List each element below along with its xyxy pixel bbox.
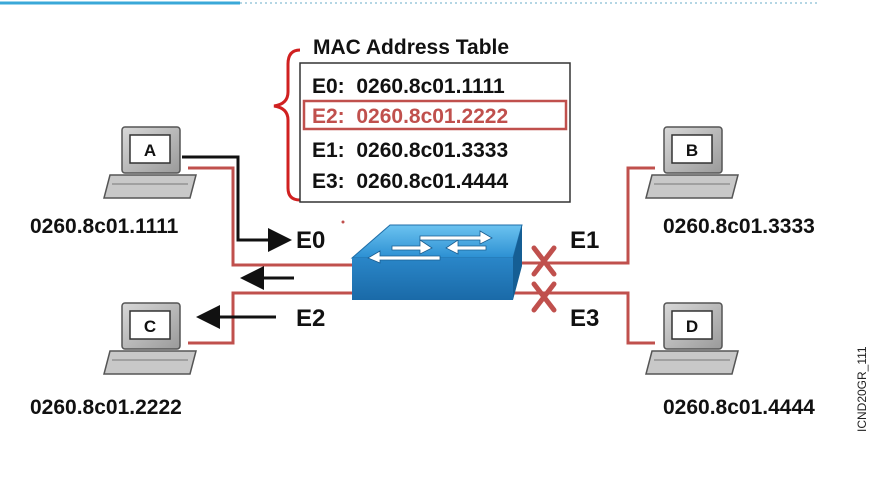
pc-c[interactable]: C [103,302,197,375]
pc-d-base [645,350,739,375]
mac-table-box [299,62,571,203]
port-label-e1: E1 [570,227,599,254]
pc-a-base [103,174,197,199]
switch-side [513,225,522,300]
decorative-dot [341,220,345,224]
pc-c-base [103,350,197,375]
mac-address-table: MAC Address Table E0: 0260.8c01.1111 E2:… [273,36,571,203]
mac-table-brace [273,48,301,202]
mac-table-highlight-row [302,99,568,131]
blocked-e1-icon [531,245,557,277]
pc-b-screen [671,134,713,164]
pc-d[interactable]: D [645,302,739,375]
mac-entry-3: E3: 0260.8c01.4444 [312,170,508,193]
link-d [513,291,655,345]
switch[interactable] [350,224,523,300]
pc-b-base [645,174,739,199]
mac-table-title: MAC Address Table [313,36,509,59]
port-label-e2: E2 [296,305,325,332]
mac-entry-1: E2: 0260.8c01.2222 [312,105,508,128]
mac-entry-0: E0: 0260.8c01.1111 [312,75,505,98]
port-label-e0: E0 [296,227,325,254]
pc-c-screen [129,310,171,340]
mac-entry-2: E1: 0260.8c01.3333 [312,139,508,162]
blocked-e3-icon [531,281,557,313]
pc-a-label: A [144,141,156,160]
pc-c-label: C [144,317,156,336]
frame-path-from-a [182,155,292,252]
address-a: 0260.8c01.1111 [30,215,179,238]
switch-front [352,258,513,300]
pc-b-label: B [686,141,698,160]
port-label-e3: E3 [570,305,599,332]
pc-b[interactable]: B [645,126,739,199]
address-d: 0260.8c01.4444 [663,396,815,419]
pc-a-screen [129,134,171,164]
figure-code: ICND20GR_111 [855,346,869,432]
switch-arrows-icon [367,230,493,264]
pc-d-screen [671,310,713,340]
address-b: 0260.8c01.3333 [663,215,815,238]
address-c: 0260.8c01.2222 [30,396,182,419]
link-b [513,166,655,265]
pc-a[interactable]: A [103,126,197,199]
pc-d-label: D [686,317,698,336]
link-a [188,166,352,267]
